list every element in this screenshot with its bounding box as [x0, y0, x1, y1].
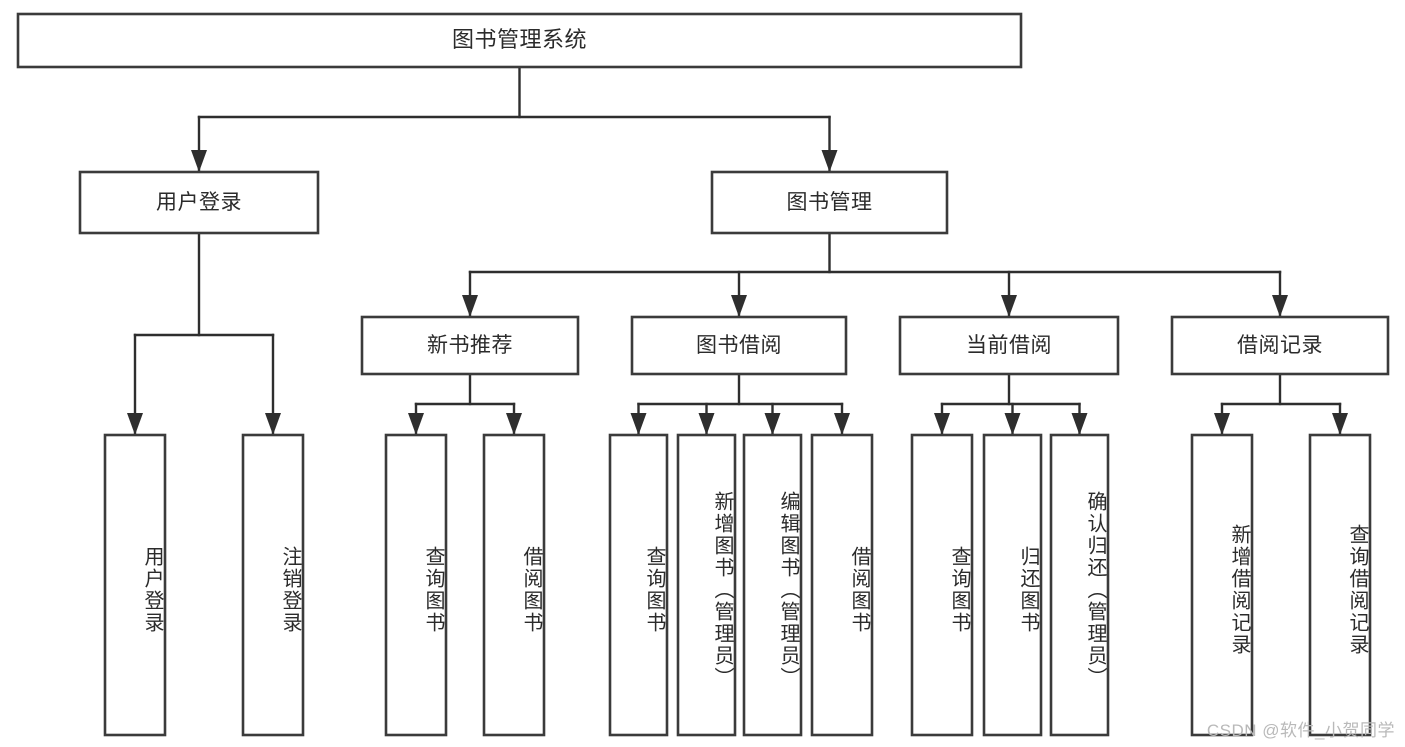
current-borrow-arrow-0	[934, 413, 950, 435]
node-leaf-query-record[interactable]	[1308, 433, 1372, 737]
node-user-login[interactable]	[78, 170, 320, 235]
book-borrow-arrow-3	[834, 413, 850, 435]
node-leaf-query-book-1[interactable]	[384, 433, 448, 737]
root-arrow-1	[821, 150, 838, 172]
node-leaf-query-book-2[interactable]	[608, 433, 669, 737]
node-current-borrow[interactable]	[898, 315, 1120, 376]
book-manage-arrow-0	[462, 295, 478, 317]
borrow-record-arrow-0	[1214, 413, 1230, 435]
node-leaf-query-book-3[interactable]	[910, 433, 974, 737]
user-login-arrow-1	[265, 413, 281, 435]
node-leaf-add-book[interactable]	[676, 433, 737, 737]
book-manage-arrow-2	[1001, 295, 1017, 317]
node-leaf-add-record[interactable]	[1190, 433, 1254, 737]
current-borrow-arrow-2	[1071, 413, 1088, 435]
node-new-book-rec[interactable]	[360, 315, 580, 376]
new-book-rec-arrow-1	[506, 413, 522, 435]
node-borrow-record[interactable]	[1170, 315, 1390, 376]
node-leaf-return-book[interactable]	[982, 433, 1043, 737]
node-book-borrow[interactable]	[630, 315, 848, 376]
node-leaf-edit-book[interactable]	[742, 433, 803, 737]
node-root[interactable]	[16, 12, 1023, 69]
node-leaf-logout[interactable]	[241, 433, 305, 737]
connector-layer	[127, 65, 1348, 437]
current-borrow-arrow-1	[1004, 413, 1021, 435]
book-manage-arrow-1	[731, 295, 747, 317]
node-book-manage[interactable]	[710, 170, 949, 235]
borrow-record-arrow-1	[1332, 413, 1348, 435]
node-leaf-borrow-book-2[interactable]	[810, 433, 874, 737]
user-login-arrow-0	[127, 413, 143, 435]
node-leaf-confirm-return[interactable]	[1049, 433, 1110, 737]
book-borrow-arrow-1	[698, 413, 715, 435]
book-borrow-arrow-2	[764, 413, 781, 435]
node-leaf-borrow-book-1[interactable]	[482, 433, 546, 737]
watermark-text: CSDN @软件_小贺同学	[1206, 721, 1395, 740]
new-book-rec-arrow-0	[408, 413, 424, 435]
node-box-layer	[16, 12, 1390, 737]
node-leaf-user-login[interactable]	[103, 433, 167, 737]
book-manage-arrow-3	[1272, 295, 1288, 317]
root-arrow-0	[191, 150, 207, 172]
book-borrow-arrow-0	[630, 413, 647, 435]
